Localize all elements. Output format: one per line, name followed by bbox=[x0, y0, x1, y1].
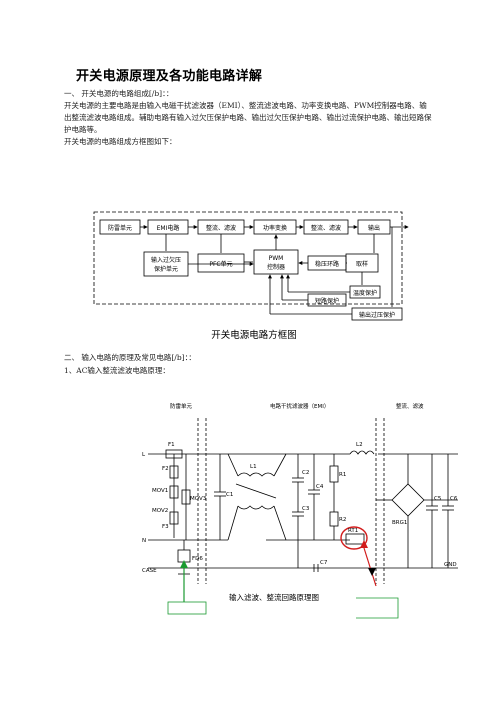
block-temp: 温度保护 bbox=[353, 289, 377, 297]
block-power: 功率变换 bbox=[263, 224, 287, 232]
label-FD6: FD6 bbox=[192, 556, 203, 562]
label-R2: R2 bbox=[339, 517, 346, 523]
label-F1: F1 bbox=[168, 442, 175, 448]
section2-subheading: 1、AC输入整流滤波电路原理： bbox=[64, 366, 170, 375]
label-C1: C1 bbox=[226, 492, 233, 498]
label-F3: F3 bbox=[162, 524, 169, 530]
block-ovp: 输出过压保护 bbox=[359, 311, 395, 319]
label-L: L bbox=[142, 452, 146, 458]
section1-tail: 开关电源的电路组成方框图如下： bbox=[64, 137, 177, 146]
block-emi: EMI电路 bbox=[157, 224, 180, 232]
label-BRG1: BRG1 bbox=[392, 520, 407, 526]
label-C5: C5 bbox=[434, 496, 442, 502]
section-emi: 电路干扰滤波器（EMI） bbox=[270, 402, 329, 410]
block-pfc: PFC单元 bbox=[209, 260, 232, 268]
label-R1: R1 bbox=[339, 472, 346, 478]
label-MOV2: MOV2 bbox=[152, 508, 168, 514]
label-F2: F2 bbox=[162, 466, 169, 472]
block-out-rect: 整流、滤波 bbox=[311, 224, 341, 232]
label-MOV1: MOV1 bbox=[152, 488, 168, 494]
block-rect: 整流、滤波 bbox=[206, 224, 236, 232]
section2-heading: 二、 输入电路的原理及常见电路[/b]：： bbox=[64, 353, 196, 362]
block-short: 短路保护 bbox=[315, 297, 339, 305]
label-C7: C7 bbox=[320, 560, 328, 566]
block-surge: 防雷单元 bbox=[108, 224, 132, 232]
label-C4: C4 bbox=[316, 484, 324, 490]
label-N: N bbox=[142, 538, 146, 544]
label-C3: C3 bbox=[302, 506, 310, 512]
label-CASE: CASE bbox=[142, 568, 157, 574]
section1-body: 开关电源的主要电路是由输入电磁干扰滤波器（EMI）、整流滤波电路、功率变换电路、… bbox=[64, 101, 432, 134]
block-pwm-1: PWM bbox=[269, 255, 284, 262]
label-L1: L1 bbox=[250, 464, 257, 470]
block-diagram-caption: 开关电源电路方框图 bbox=[211, 329, 297, 340]
doc-title: 开关电源原理及各功能电路详解 bbox=[76, 69, 263, 84]
label-C2: C2 bbox=[302, 470, 309, 476]
label-MOV3: MOV3 bbox=[190, 496, 207, 502]
section-rect: 整流、滤波 bbox=[396, 402, 424, 410]
label-GND: GND bbox=[444, 562, 457, 568]
label-C6: C6 bbox=[450, 496, 458, 502]
block-diagram: 防雷单元 EMI电路 整流、滤波 功率变换 整流、滤波 输出 输入过欠压 保护单… bbox=[93, 211, 409, 340]
block-sample: 取样 bbox=[356, 260, 368, 268]
section1-heading: 一、 开关电源的电路组成[/b]：： bbox=[64, 89, 174, 98]
circuit-diagram-caption: 输入滤波、整流回路原理图 bbox=[229, 592, 319, 602]
label-L2: L2 bbox=[356, 442, 363, 448]
label-RT1: RT1 bbox=[348, 528, 358, 534]
block-pwm-2: 控制器 bbox=[267, 263, 285, 271]
block-in-prot-2: 保护单元 bbox=[154, 265, 178, 273]
circuit-diagram: 防雷单元 电路干扰滤波器（EMI） 整流、滤波 L N CASE GND F1 … bbox=[142, 402, 458, 619]
section-surge: 防雷单元 bbox=[170, 402, 193, 410]
block-output: 输出 bbox=[368, 224, 380, 232]
block-reg: 稳压环路 bbox=[315, 260, 339, 268]
block-in-prot-1: 输入过欠压 bbox=[151, 256, 181, 264]
